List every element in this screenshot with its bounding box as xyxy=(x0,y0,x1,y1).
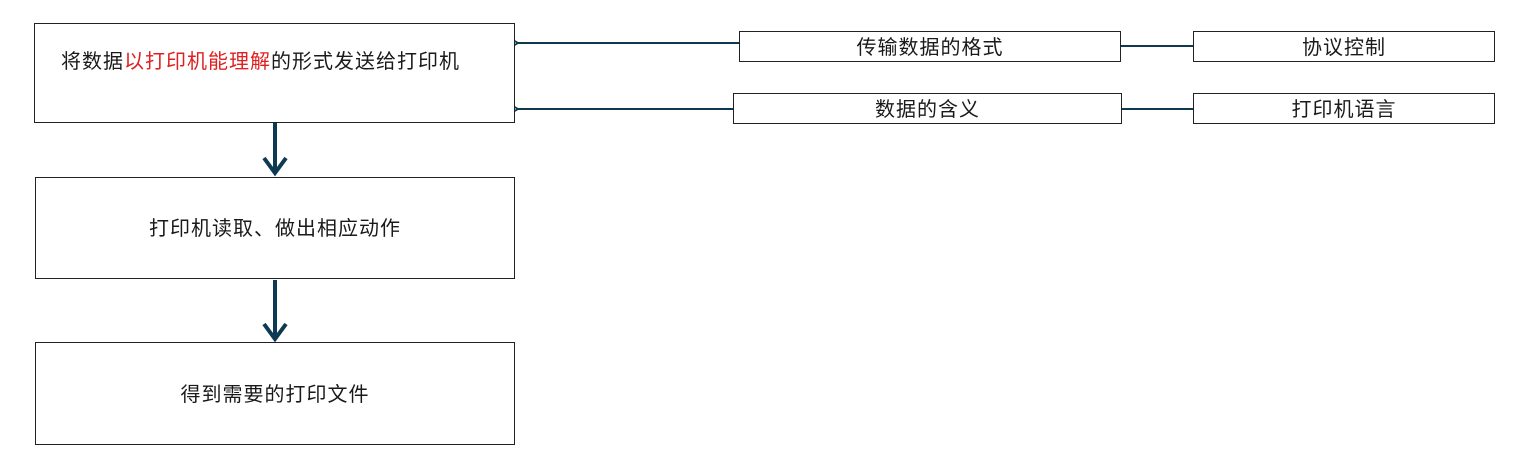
step3-text: 得到需要的打印文件 xyxy=(180,381,370,406)
protocol-box: 协议控制 xyxy=(1193,31,1495,62)
format-label: 传输数据的格式 xyxy=(856,34,1004,59)
step1-text-before: 将数据 xyxy=(61,49,124,73)
step2-text: 打印机读取、做出相应动作 xyxy=(149,216,401,240)
step1-text-after: 的形式发送给打印机 xyxy=(271,49,460,73)
meaning-label: 数据的含义 xyxy=(875,96,980,121)
protocol-label: 协议控制 xyxy=(1302,34,1386,59)
language-box: 打印机语言 xyxy=(1193,93,1495,124)
step3-box: 得到需要的打印文件 xyxy=(35,342,515,445)
meaning-box: 数据的含义 xyxy=(733,93,1122,124)
language-label: 打印机语言 xyxy=(1291,96,1397,121)
step1-text-highlight: 以打印机能理解 xyxy=(124,49,271,73)
arrow-step1-to-step2 xyxy=(262,123,288,177)
step1-text: 将数据以打印机能理解的形式发送给打印机 xyxy=(61,46,491,76)
format-box: 传输数据的格式 xyxy=(739,31,1121,62)
step1-box: 将数据以打印机能理解的形式发送给打印机 xyxy=(34,23,515,123)
step2-box: 打印机读取、做出相应动作 xyxy=(35,177,515,279)
arrow-step2-to-step3 xyxy=(262,280,288,343)
